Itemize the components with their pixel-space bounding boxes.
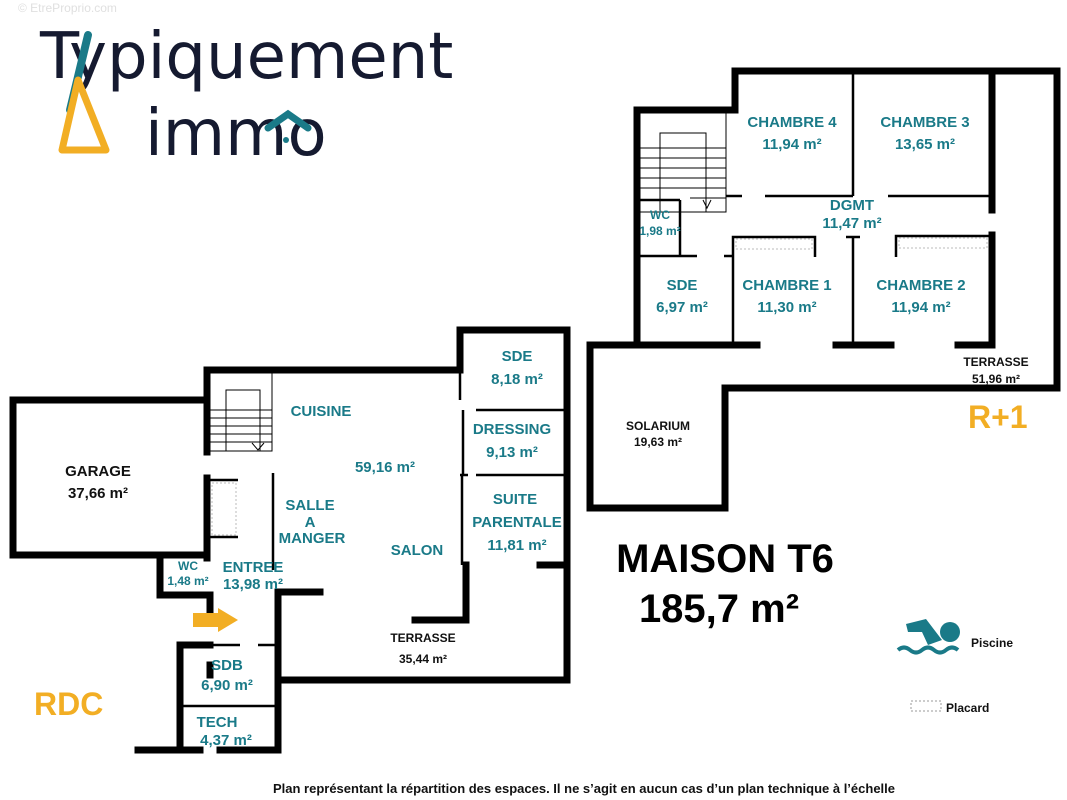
room-area: 11,94 m²: [891, 299, 950, 316]
upper-floor-labels: CHAMBRE 4 11,94 m² CHAMBRE 3 13,65 m² WC…: [626, 114, 1029, 449]
logo-text-bottom: immo: [145, 97, 327, 171]
level-label-ground: RDC: [34, 686, 103, 722]
room-area: 35,44 m²: [399, 652, 447, 666]
room-area: 11,81 m²: [487, 537, 546, 554]
room-name: WC: [178, 559, 198, 573]
ground-floor-labels: GARAGE 37,66 m² CUISINE SALLE A MANGER S…: [34, 348, 562, 749]
room-name: DRESSING: [473, 421, 551, 438]
room-name: TECH: [197, 714, 238, 731]
legend-label: Piscine: [971, 636, 1013, 650]
room-area: 6,97 m²: [656, 299, 708, 316]
swimmer-icon: [896, 619, 960, 655]
room-area: 1,48 m²: [167, 574, 208, 588]
room-area: 9,13 m²: [486, 444, 538, 461]
room-area: 1,98 m²: [639, 224, 680, 238]
room-name: SUITE: [493, 491, 537, 508]
room-area: 11,47 m²: [822, 215, 881, 232]
room-name: PARENTALE: [472, 514, 561, 531]
room-name: SDE: [502, 348, 533, 365]
house-icon: [264, 109, 312, 132]
level-label-upper: R+1: [968, 399, 1028, 435]
room-name: SALON: [391, 542, 444, 559]
closet: [898, 237, 988, 249]
legend-label: Placard: [946, 701, 989, 715]
upper-floor-walls: [586, 67, 1061, 512]
room-area: 11,30 m²: [757, 299, 816, 316]
room-name: CHAMBRE 2: [876, 277, 965, 294]
entrance-arrow-icon: [193, 608, 238, 632]
room-name: CHAMBRE 1: [742, 277, 831, 294]
room-name: GARAGE: [65, 463, 131, 480]
room-area: 59,16 m²: [355, 459, 415, 476]
room-area: 4,37 m²: [200, 732, 252, 749]
property-area: 185,7 m²: [639, 587, 799, 631]
room-area: 13,98 m²: [223, 576, 283, 593]
logo-text-top: Typiquement: [39, 20, 453, 94]
room-name: MANGER: [279, 530, 346, 547]
room-name: SOLARIUM: [626, 419, 690, 433]
logo: © EtreProprio.com Typiquement immo: [18, 1, 453, 171]
room-name: A: [305, 514, 316, 531]
room-area: 19,63 m²: [634, 435, 682, 449]
closet: [211, 482, 237, 536]
room-name: CHAMBRE 4: [747, 114, 837, 131]
staircase: [209, 372, 273, 452]
closet-hatch-icon: [910, 700, 942, 712]
room-name: CHAMBRE 3: [880, 114, 969, 131]
room-name: ENTREE: [223, 559, 284, 576]
room-area: 6,90 m²: [201, 677, 253, 694]
room-name: SDB: [211, 657, 243, 674]
room-area: 13,65 m²: [895, 136, 955, 153]
room-name: SALLE: [285, 497, 334, 514]
room-name: SDE: [667, 277, 698, 294]
disclaimer: Plan représentant la répartition des esp…: [273, 781, 895, 796]
room-area: 8,18 m²: [491, 371, 543, 388]
ground-floor-walls: [9, 326, 571, 754]
room-name: DGMT: [830, 197, 874, 214]
legend: Piscine Placard: [896, 619, 1013, 715]
room-area: 51,96 m²: [972, 372, 1020, 386]
room-name: WC: [650, 208, 670, 222]
staircase: [639, 112, 727, 213]
property-title: MAISON T6: [616, 537, 834, 581]
room-name: CUISINE: [291, 403, 352, 420]
room-name: TERRASSE: [963, 355, 1028, 369]
room-name: TERRASSE: [390, 631, 455, 645]
room-area: 37,66 m²: [68, 485, 128, 502]
watermark: © EtreProprio.com: [18, 1, 117, 15]
room-area: 11,94 m²: [762, 136, 821, 153]
closet: [735, 238, 813, 250]
